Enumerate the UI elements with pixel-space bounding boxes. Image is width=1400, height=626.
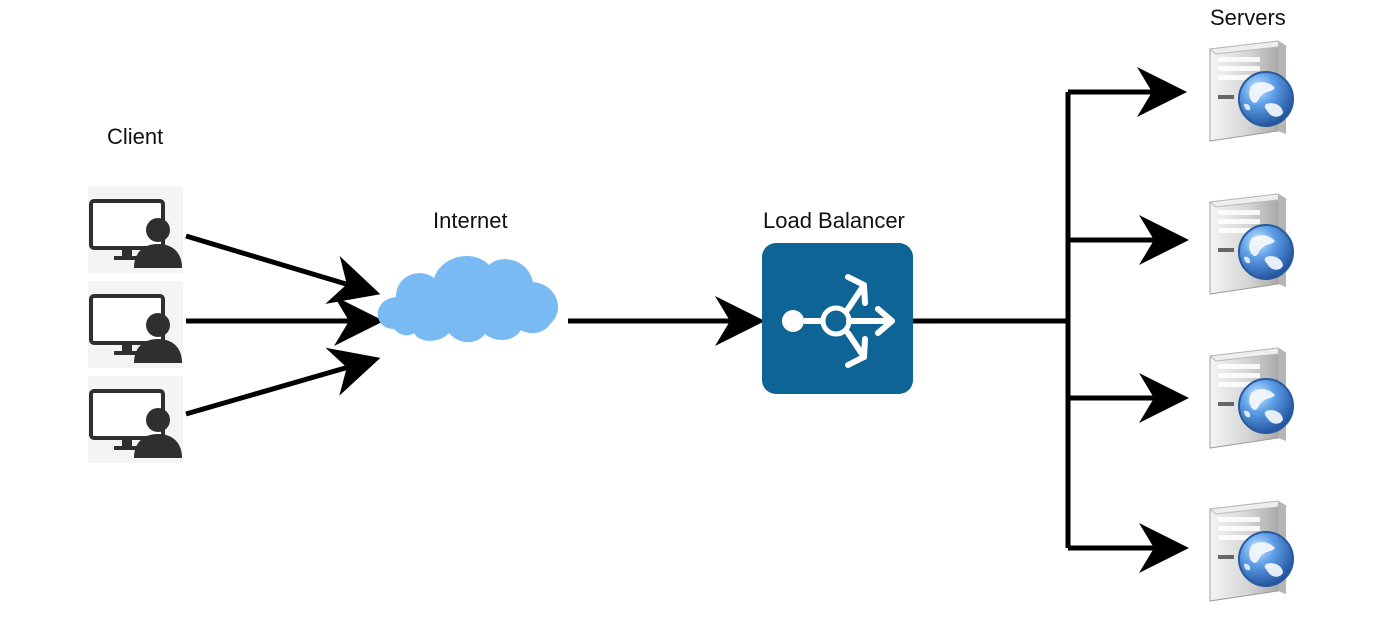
client-label: Client [107,124,164,149]
server-icon [1209,500,1294,602]
server-icon [1209,193,1294,295]
servers-label: Servers [1210,5,1286,30]
load-balancer-label: Load Balancer [763,208,905,233]
arrow-client-1-to-internet [185,233,381,304]
client-computer-icon [86,374,185,465]
client-computer-icon [86,279,185,370]
server-icon [1209,40,1294,142]
client-computer-icon [86,184,185,275]
load-balancer-icon [762,243,913,394]
nodes-layer [86,40,1294,602]
cloud-icon [377,256,559,343]
server-icon [1209,347,1294,449]
arrow-client-3-to-internet [185,347,381,417]
connections-layer [185,67,1189,573]
internet-label: Internet [433,208,508,233]
